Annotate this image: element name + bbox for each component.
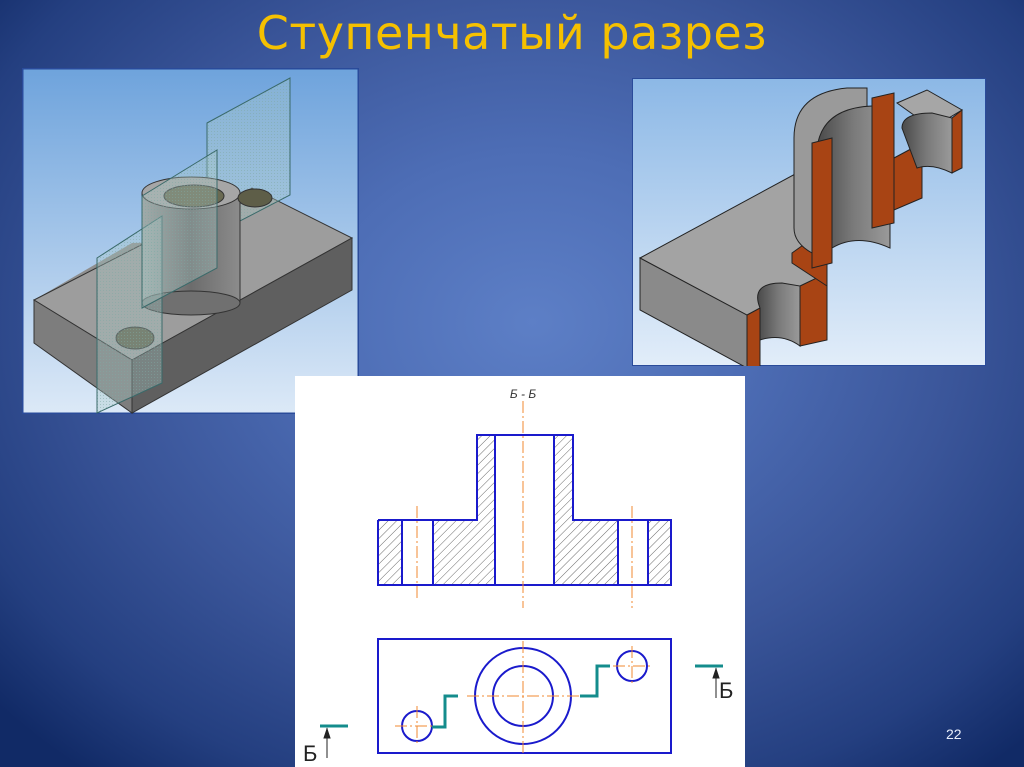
part-with-planes-icon	[22, 68, 359, 414]
technical-drawing: Б - Б	[295, 376, 745, 767]
cut-label-left: Б	[303, 741, 317, 766]
cut-label-right: Б	[719, 678, 733, 703]
section-label: Б - Б	[510, 387, 536, 401]
stepped-section-drawing: Б - Б	[303, 387, 733, 766]
slide-number: 22	[946, 726, 962, 742]
sectioned-part-image	[632, 78, 986, 366]
part-with-cutting-planes-image	[22, 68, 359, 414]
sectioned-part-icon	[632, 78, 986, 366]
slide-title: Ступенчатый разрез	[256, 6, 768, 60]
